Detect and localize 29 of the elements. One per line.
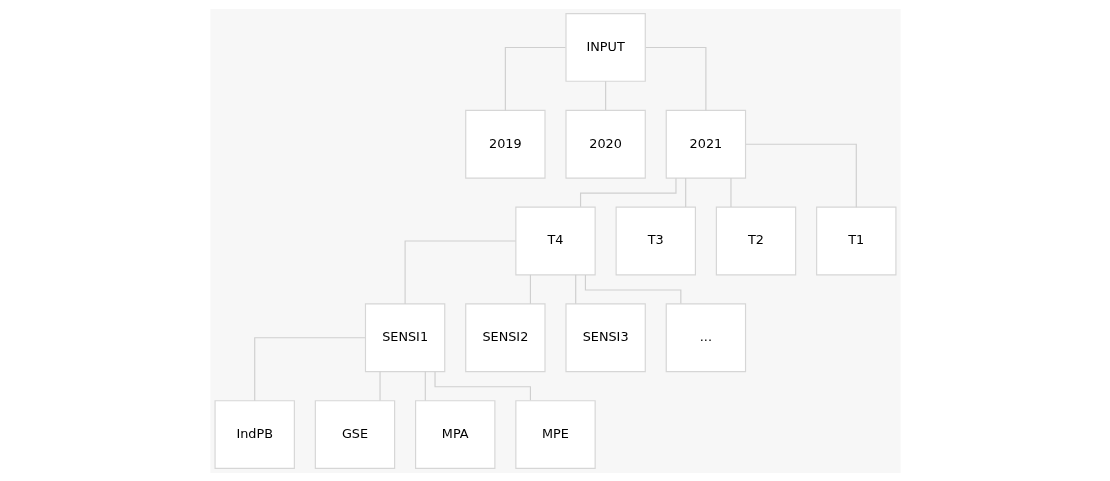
connector (744, 143, 857, 208)
node-box: IndPB (214, 399, 295, 469)
node-box: ... (665, 302, 746, 372)
node-box: T4 (514, 206, 596, 275)
node-box: 2021 (665, 109, 746, 179)
connector (584, 273, 681, 304)
node-box: T2 (715, 206, 796, 275)
node-box: SENSI3 (564, 302, 646, 372)
connector (404, 239, 516, 304)
node-box: 2020 (564, 109, 646, 179)
connector (574, 273, 576, 304)
node-box: GSE (314, 399, 395, 469)
node-box: T3 (615, 206, 696, 275)
connector (504, 46, 566, 111)
connector (253, 336, 366, 401)
connector (424, 370, 426, 401)
connector (604, 80, 606, 111)
node-box: SENSI1 (364, 302, 445, 372)
node-box: INPUT (564, 12, 646, 82)
node-box: SENSI2 (464, 302, 546, 372)
node-box: 2019 (464, 109, 546, 179)
connector (644, 46, 706, 111)
node-box: MPA (414, 399, 495, 469)
connector (579, 177, 677, 207)
connector (529, 273, 531, 304)
connector (433, 370, 531, 401)
node-box: MPE (514, 399, 596, 469)
node-box: T1 (815, 206, 896, 275)
connector (684, 177, 686, 208)
